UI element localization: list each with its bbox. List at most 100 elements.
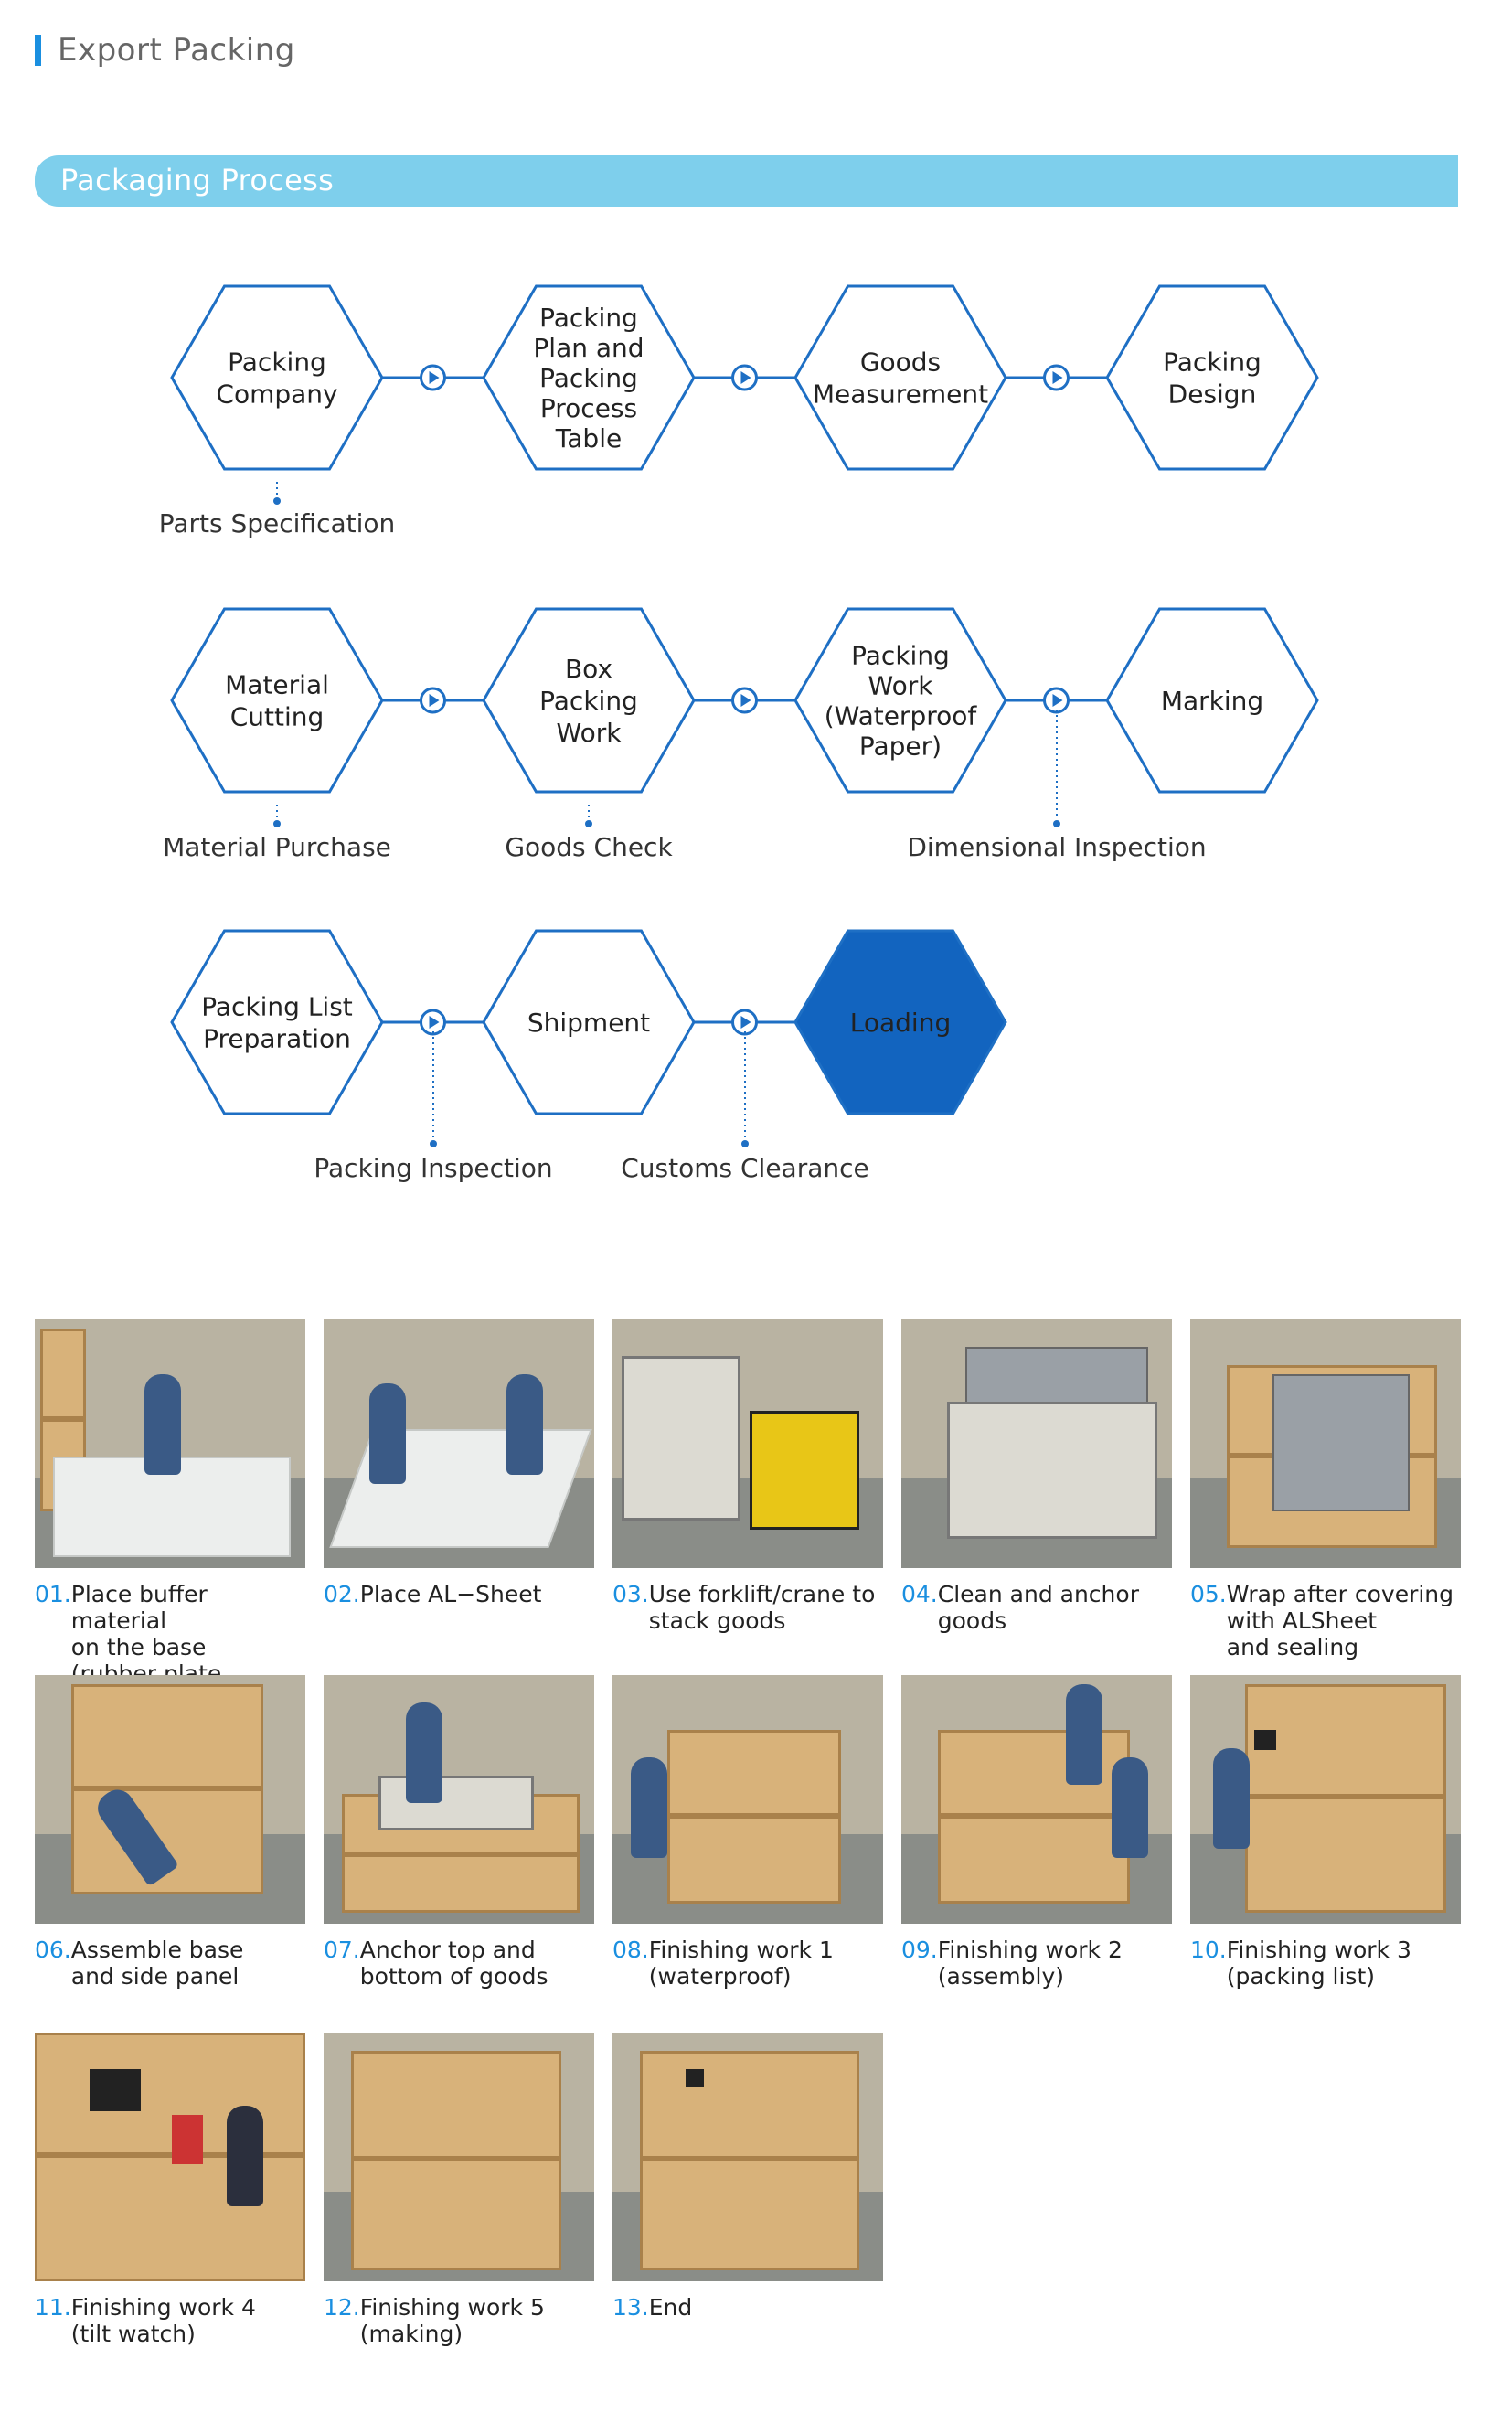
- step-photo: [324, 2033, 594, 2281]
- step-number: 06.: [35, 1937, 71, 1963]
- step-label: Plan and: [533, 333, 644, 363]
- note-dot: [741, 1140, 749, 1147]
- header-accent-bar: [35, 35, 41, 66]
- step-photo: [324, 1319, 594, 1568]
- step-description: Wrap after covering with ALSheet and sea…: [1226, 1581, 1454, 1660]
- photo-step-3: 03. Use forklift/crane to stack goods: [612, 1319, 883, 1634]
- step-number: 05.: [1190, 1581, 1227, 1607]
- step-photo: [1190, 1675, 1461, 1924]
- photo-caption: 13. End: [612, 2294, 883, 2321]
- photo-step-2: 02. Place AL−Sheet: [324, 1319, 594, 1607]
- step-number: 08.: [612, 1937, 649, 1963]
- step-label: Packing: [1163, 347, 1262, 378]
- step-description: Finishing work 4 (tilt watch): [70, 2294, 256, 2347]
- photo-caption: 03. Use forklift/crane to stack goods: [612, 1581, 883, 1634]
- photo-caption: 04. Clean and anchor goods: [901, 1581, 1172, 1634]
- arrow-bullet-icon: [731, 687, 758, 714]
- photo-step-13: 13. End: [612, 2033, 883, 2321]
- step-label: Design: [1168, 379, 1257, 410]
- step-label: Work: [557, 718, 623, 748]
- photo-step-10: 10. Finishing work 3 (packing list): [1190, 1675, 1461, 1990]
- arrow-bullet-icon: [420, 687, 446, 714]
- arrow-bullet-icon: [420, 364, 446, 391]
- hexagon-shape: [793, 607, 1007, 794]
- step-description: End: [648, 2294, 693, 2321]
- photo-step-4: 04. Clean and anchor goods: [901, 1319, 1172, 1634]
- step-number: 13.: [612, 2294, 649, 2321]
- step-label: Packing: [851, 641, 950, 671]
- note-label: Material Purchase: [163, 832, 391, 862]
- photo-caption: 08. Finishing work 1 (waterproof): [612, 1937, 883, 1990]
- note-label: Dimensional Inspection: [907, 832, 1206, 862]
- page-header: Export Packing: [35, 27, 295, 73]
- step-label: Packing List: [201, 992, 353, 1022]
- arrow-bullet-icon: [1043, 364, 1070, 391]
- photo-caption: 11. Finishing work 4 (tilt watch): [35, 2294, 305, 2347]
- step-label: Marking: [1161, 686, 1263, 716]
- step-description: Finishing work 1 (waterproof): [648, 1937, 834, 1990]
- step-number: 01.: [35, 1581, 71, 1607]
- step-photo: [35, 1675, 305, 1924]
- hexagon-shape: [170, 607, 384, 794]
- hexagon-shape: [482, 607, 696, 794]
- step-label: Cutting: [230, 702, 325, 732]
- step-label: Goods: [860, 347, 941, 378]
- note-dot: [585, 820, 592, 827]
- step-description: Clean and anchor goods: [937, 1581, 1139, 1634]
- step-label: (Waterproof: [825, 701, 978, 731]
- hexagon-shape: [793, 929, 1007, 1115]
- step-photo: [35, 1319, 305, 1568]
- step-number: 07.: [324, 1937, 360, 1963]
- section-header: Packaging Process: [35, 155, 1458, 207]
- step-number: 03.: [612, 1581, 649, 1607]
- photo-step-5: 05. Wrap after covering with ALSheet and…: [1190, 1319, 1461, 1660]
- step-label: Measurement: [813, 379, 988, 410]
- photo-caption: 02. Place AL−Sheet: [324, 1581, 594, 1607]
- photo-caption: 05. Wrap after covering with ALSheet and…: [1190, 1581, 1461, 1660]
- step-number: 02.: [324, 1581, 360, 1607]
- step-label: Shipment: [527, 1008, 650, 1038]
- step-label: Loading: [850, 1008, 951, 1038]
- step-photo: [1190, 1319, 1461, 1568]
- process-step-8: Marking: [1105, 607, 1319, 794]
- photo-step-1: 01. Place buffer material on the base (r…: [35, 1319, 305, 1713]
- note-label: Packing Inspection: [314, 1153, 552, 1183]
- hexagon-shape: [1105, 607, 1319, 794]
- step-label: Material: [225, 670, 329, 700]
- step-label: Packing: [539, 363, 638, 393]
- step-label: Preparation: [203, 1024, 351, 1054]
- photo-step-12: 12. Finishing work 5 (making): [324, 2033, 594, 2347]
- step-number: 12.: [324, 2294, 360, 2321]
- hexagon-shape: [482, 284, 696, 471]
- step-photo: [612, 1319, 883, 1568]
- note-label: Goods Check: [505, 832, 673, 862]
- step-photo: [35, 2033, 305, 2281]
- photo-caption: 07. Anchor top and bottom of goods: [324, 1937, 594, 1990]
- step-label: Work: [868, 671, 934, 701]
- hexagon-shape: [482, 929, 696, 1115]
- hexagon-shape: [1105, 284, 1319, 471]
- step-label: Company: [216, 379, 337, 410]
- step-photo: [612, 2033, 883, 2281]
- step-photo: [324, 1675, 594, 1924]
- step-description: Anchor top and bottom of goods: [359, 1937, 548, 1990]
- process-step-10: Shipment: [482, 929, 696, 1115]
- page-title: Export Packing: [58, 32, 295, 69]
- step-description: Finishing work 2 (assembly): [937, 1937, 1123, 1990]
- step-label: Packing: [228, 347, 326, 378]
- step-description: Finishing work 5 (making): [359, 2294, 545, 2347]
- photo-caption: 10. Finishing work 3 (packing list): [1190, 1937, 1461, 1990]
- hexagon-shape: [170, 929, 384, 1115]
- photo-step-6: 06. Assemble base and side panel: [35, 1675, 305, 1990]
- step-label: Process: [540, 393, 637, 423]
- step-label: Paper): [859, 731, 942, 762]
- step-photo: [612, 1675, 883, 1924]
- photo-step-9: 09. Finishing work 2 (assembly): [901, 1675, 1172, 1990]
